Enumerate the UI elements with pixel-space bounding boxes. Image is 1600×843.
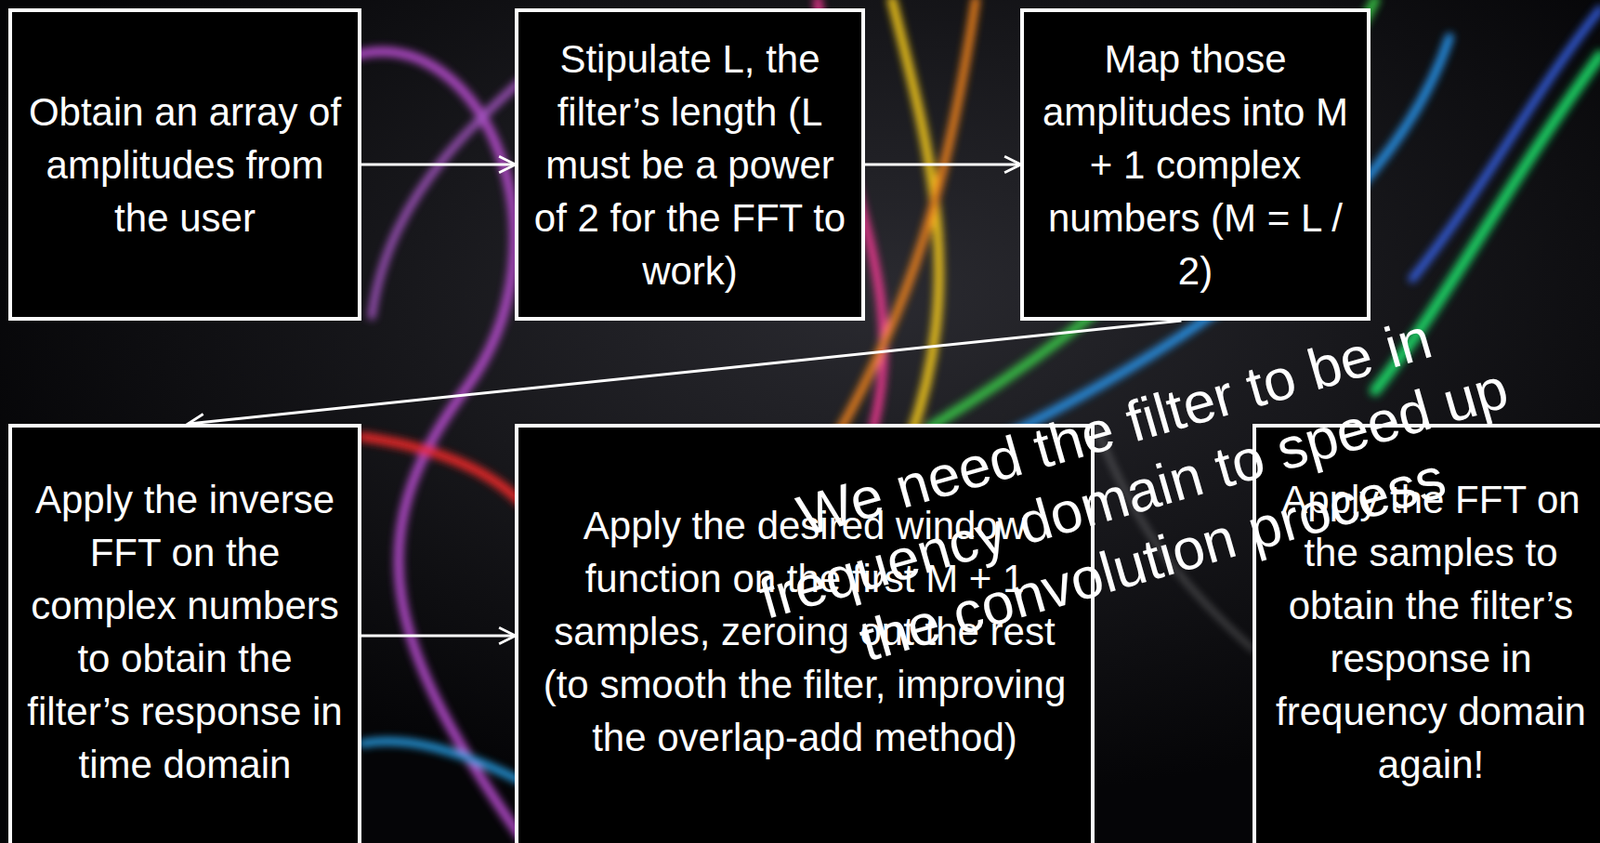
- flow-arrow: [865, 163, 1021, 167]
- box-text: Obtain an array of amplitudes from the u…: [12, 85, 358, 245]
- process-box: Stipulate L, the filter’s length (L must…: [514, 8, 866, 321]
- box-text: Map those amplitudes into M + 1 complex …: [1023, 32, 1367, 298]
- box-text-group: Stipulate L, the filter’s length (L must…: [518, 32, 862, 298]
- flow-arrow: [188, 320, 1182, 424]
- flow-arrow: [361, 163, 515, 167]
- process-box: Apply the inverse FFT on the complex num…: [8, 423, 362, 843]
- box-text-group: Map those amplitudes into M + 1 complex …: [1023, 32, 1367, 298]
- process-box: Obtain an array of amplitudes from the u…: [8, 8, 362, 321]
- box-text-group: Apply the inverse FFT on the complex num…: [12, 472, 358, 791]
- flow-arrow: [361, 633, 515, 637]
- process-box: Map those amplitudes into M + 1 complex …: [1020, 8, 1371, 321]
- box-text: Apply the inverse FFT on the complex num…: [12, 472, 358, 791]
- box-text-group: Obtain an array of amplitudes from the u…: [12, 85, 358, 245]
- box-text: Stipulate L, the filter’s length (L must…: [518, 32, 862, 298]
